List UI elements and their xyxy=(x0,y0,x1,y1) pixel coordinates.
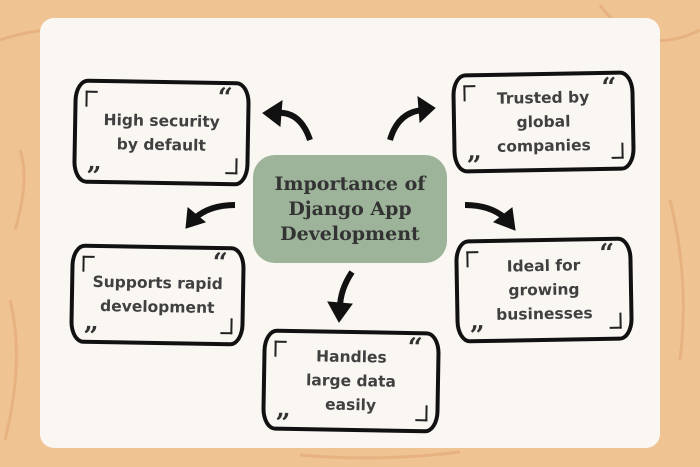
open-quote-icon: “ xyxy=(407,332,423,364)
open-quote-icon: “ xyxy=(217,82,233,114)
close-quote-icon: ” xyxy=(469,321,486,352)
box-trusted-global: “ ” Trusted by global companies xyxy=(451,70,636,181)
close-quote-icon: ” xyxy=(85,161,102,192)
arrow-to-growing xyxy=(464,202,516,231)
corner-bracket xyxy=(274,340,287,357)
arrow-to-trusted xyxy=(387,96,436,141)
arrow-to-large-data xyxy=(327,270,355,323)
corner-bracket xyxy=(415,405,428,422)
open-quote-icon: “ xyxy=(599,238,615,270)
corner-bracket xyxy=(220,318,233,335)
central-topic-title: Importance of Django App Development xyxy=(274,172,426,245)
arrow-to-rapid xyxy=(185,202,236,229)
close-quote-icon: ” xyxy=(466,151,482,182)
open-quote-icon: “ xyxy=(212,247,228,279)
corner-bracket xyxy=(466,251,479,268)
corner-bracket xyxy=(463,85,476,102)
close-quote-icon: ” xyxy=(82,321,99,352)
box-rapid-development: “ ” Supports rapid development xyxy=(69,243,246,352)
box-label: High security by default xyxy=(103,110,220,155)
box-large-data: “ ” Handles large data easily xyxy=(261,328,441,439)
open-quote-icon: “ xyxy=(601,72,617,103)
box-growing-businesses: “ ” Ideal for growing businesses xyxy=(454,236,634,351)
arrow-to-security xyxy=(262,100,313,142)
corner-bracket xyxy=(609,312,622,329)
corner-bracket xyxy=(225,158,238,175)
corner-bracket xyxy=(85,90,98,107)
box-high-security: “ ” High security by default xyxy=(72,78,251,192)
corner-bracket xyxy=(82,255,95,272)
central-topic: Importance of Django App Development xyxy=(253,155,447,263)
corner-bracket xyxy=(611,142,624,159)
close-quote-icon: ” xyxy=(274,408,291,439)
